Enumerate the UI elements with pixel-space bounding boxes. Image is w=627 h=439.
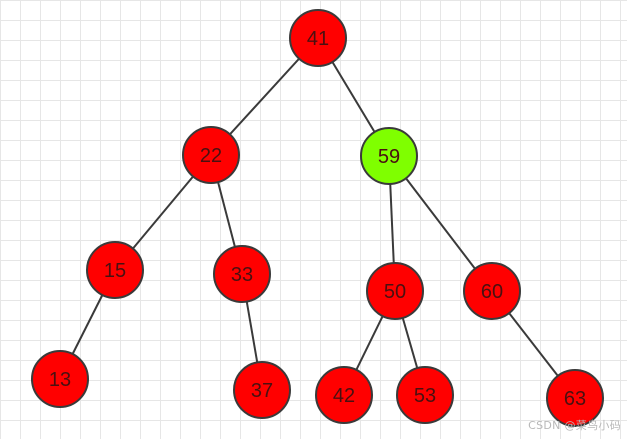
tree-node-63: 63 [546,369,604,427]
tree-node-13: 13 [31,350,89,408]
node-circle [546,369,604,427]
node-label: 60 [481,281,503,303]
tree-node-41: 41 [289,9,347,67]
node-circle [360,127,418,185]
node-circle [396,366,454,424]
tree-node-22: 22 [182,126,240,184]
node-circle [366,262,424,320]
node-label: 15 [104,260,126,282]
tree-node-15: 15 [86,241,144,299]
edges-layer [59,37,576,399]
node-circle [182,126,240,184]
node-label: 22 [200,145,222,167]
nodes-layer: 41 22 59 15 33 50 60 13 37 42 53 63 [31,9,604,427]
tree-node-59: 59 [360,127,418,185]
node-label: 63 [564,388,586,410]
tree-node-37: 37 [233,361,291,419]
tree-node-50: 50 [366,262,424,320]
node-label: 42 [333,385,355,407]
node-label: 33 [231,264,253,286]
node-label: 53 [414,385,436,407]
node-circle [31,350,89,408]
node-label: 50 [384,281,406,303]
tree-node-60: 60 [463,262,521,320]
node-label: 37 [251,380,273,402]
node-circle [233,361,291,419]
node-circle [86,241,144,299]
tree-node-53: 53 [396,366,454,424]
node-circle [213,245,271,303]
tree-node-33: 33 [213,245,271,303]
node-circle [315,366,373,424]
node-label: 41 [307,28,329,50]
node-circle [289,9,347,67]
node-label: 59 [378,146,400,168]
tree-node-42: 42 [315,366,373,424]
watermark: CSDN @菜鸟小码 [528,419,621,432]
node-label: 13 [49,369,71,391]
node-circle [463,262,521,320]
